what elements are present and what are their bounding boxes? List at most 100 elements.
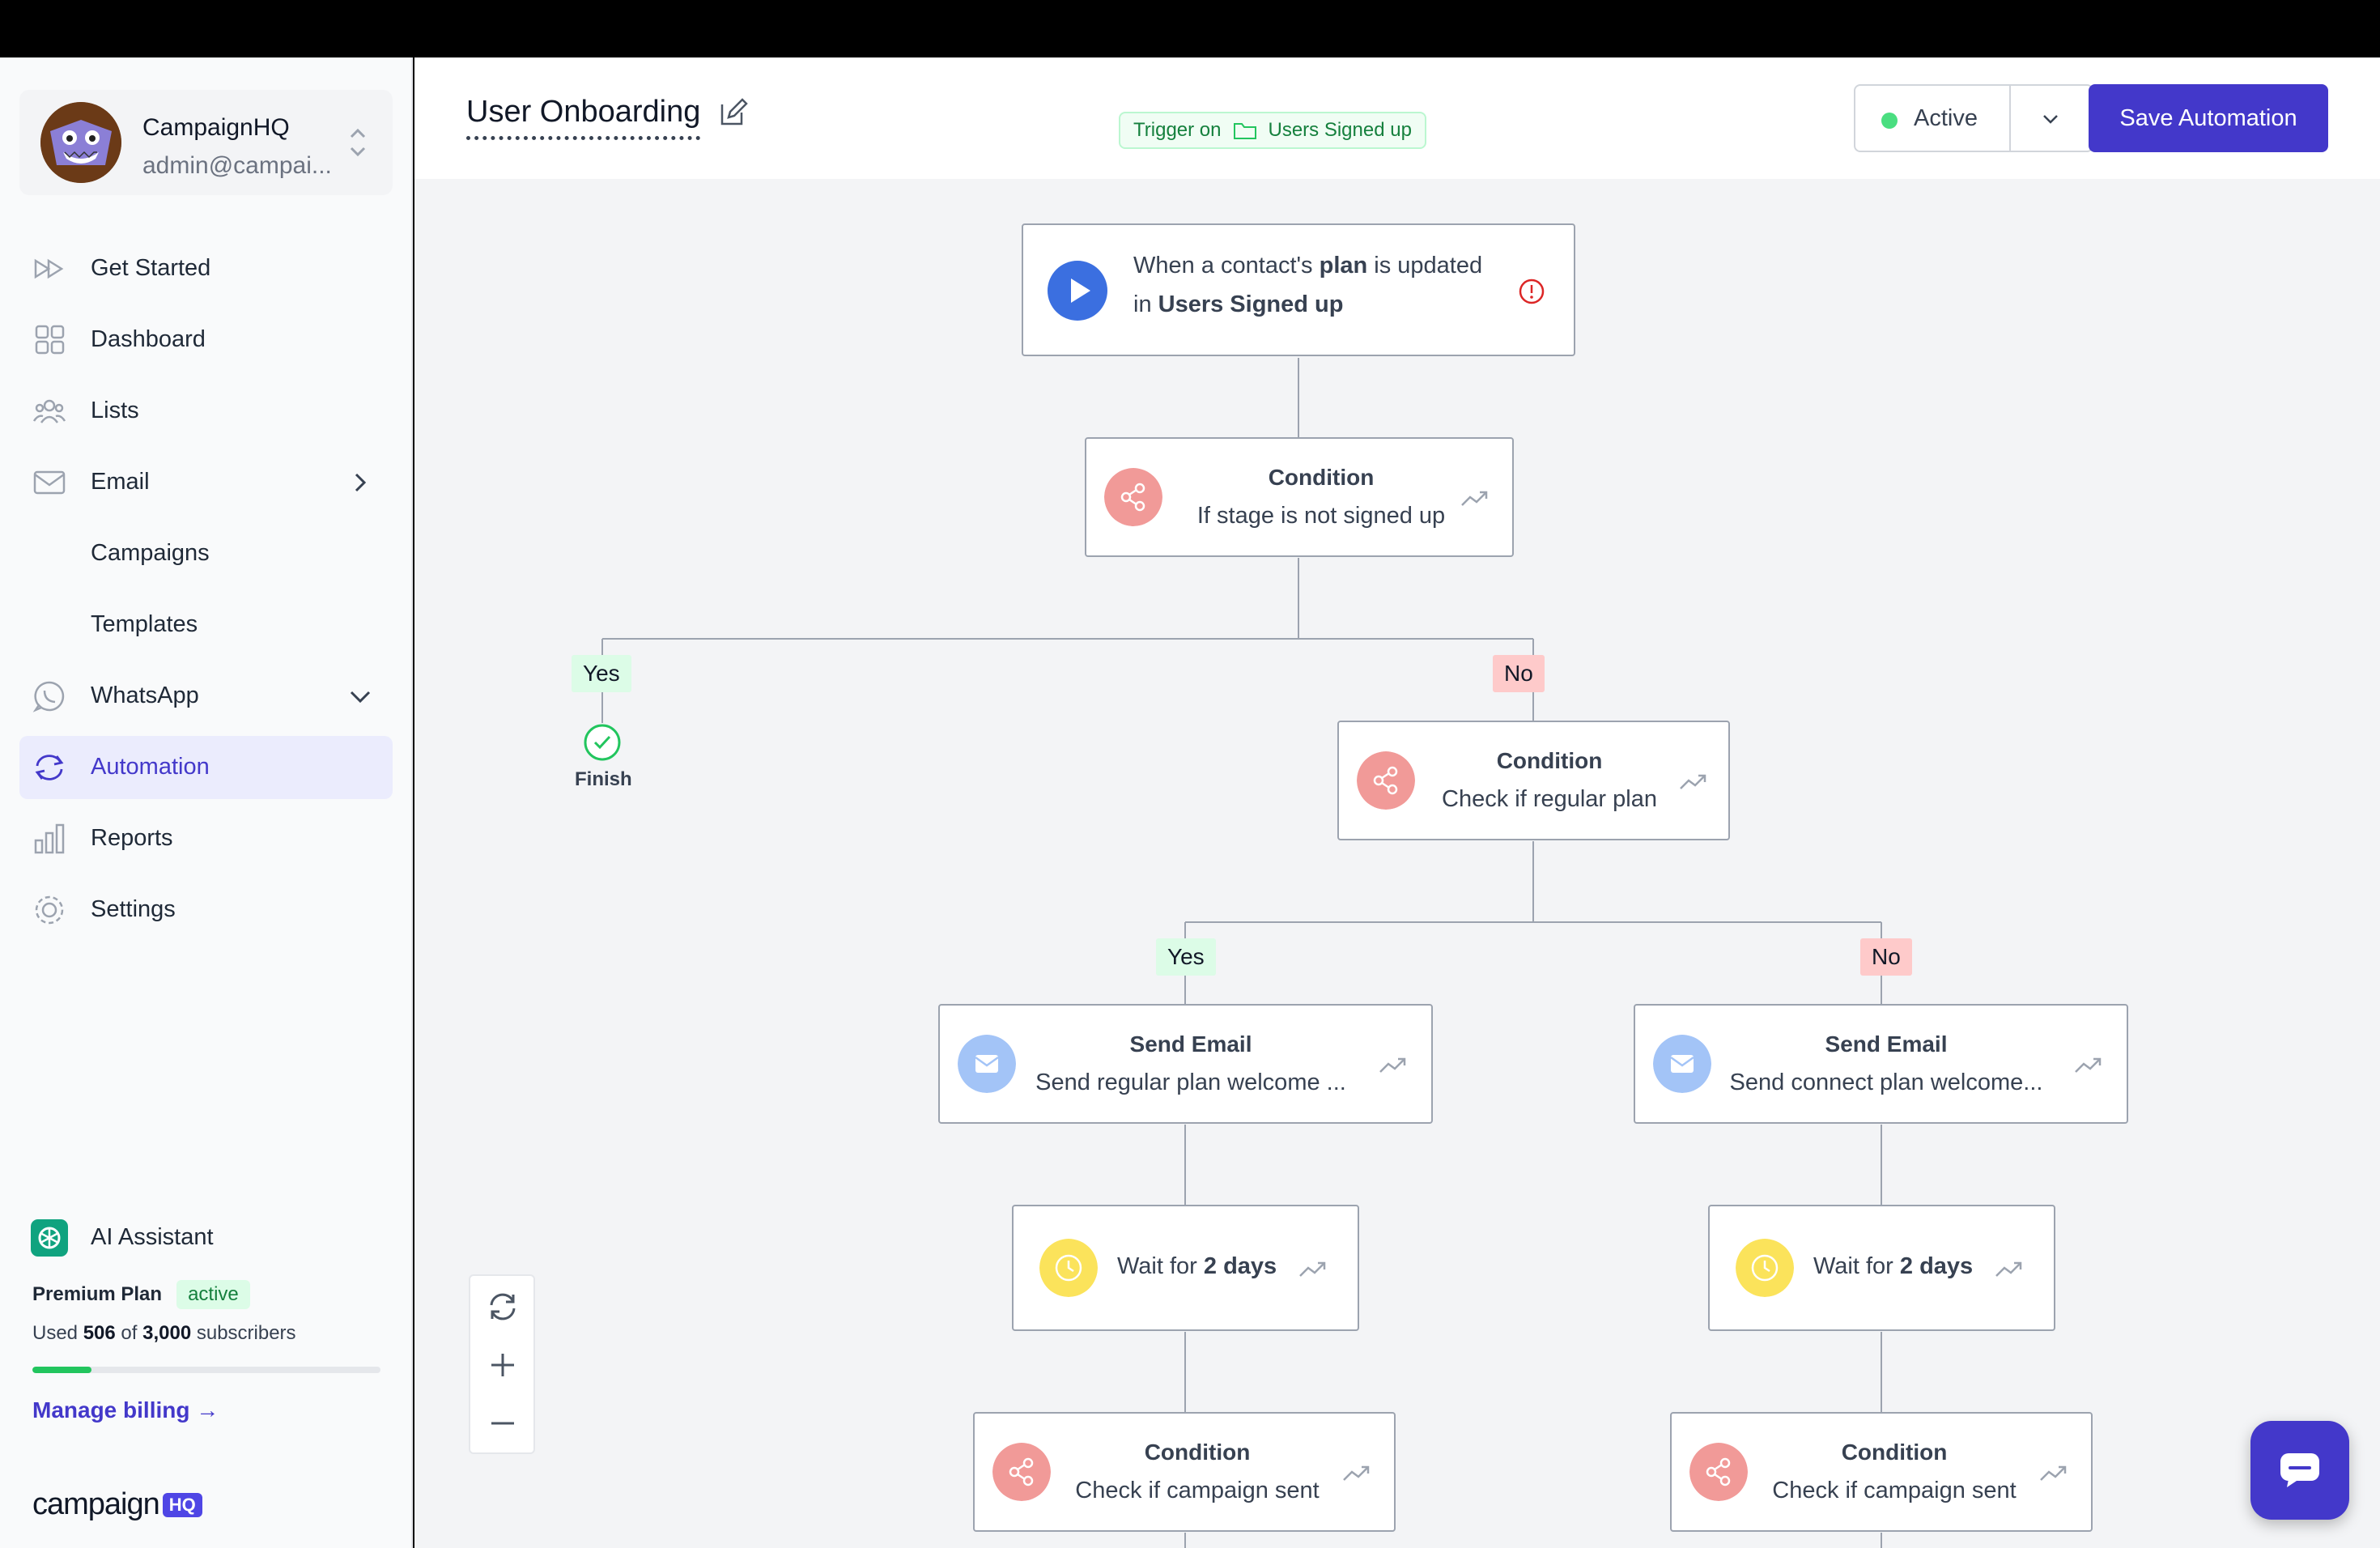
sidebar: CampaignHQ admin@campai... Get Started D…	[0, 57, 413, 1548]
title-wrapper: User Onboarding	[466, 95, 701, 140]
trending-up-icon[interactable]	[2038, 1461, 2070, 1485]
finish-label: Finish	[575, 768, 632, 790]
sidebar-item-campaigns[interactable]: Campaigns	[19, 522, 393, 585]
node-subtitle: Send regular plan welcome ...	[1035, 1070, 1346, 1095]
share-icon	[992, 1443, 1051, 1501]
trigger-list-name: Users Signed up	[1158, 291, 1344, 317]
usage-text: Used 506 of 3,000 subscribers	[32, 1322, 296, 1345]
sidebar-item-label: Automation	[91, 754, 210, 780]
status-label: Active	[1914, 105, 1978, 131]
trigger-mid: is updated	[1374, 253, 1483, 279]
chat-support-button[interactable]	[2250, 1421, 2349, 1520]
fast-forward-icon	[34, 258, 64, 279]
trending-up-icon[interactable]	[1459, 486, 1491, 510]
sidebar-item-lists[interactable]: Lists	[19, 380, 393, 443]
share-icon	[1104, 468, 1162, 526]
ai-assistant-button[interactable]: AI Assistant	[31, 1214, 387, 1260]
trending-up-icon[interactable]	[1993, 1257, 2025, 1281]
sidebar-item-label: Get Started	[91, 255, 211, 281]
page-title[interactable]: User Onboarding	[466, 95, 701, 140]
sidebar-item-label: Email	[91, 469, 150, 495]
usage-total: 3,000	[142, 1322, 192, 1344]
share-icon	[1689, 1443, 1748, 1501]
envelope-icon	[33, 470, 66, 495]
sidebar-item-label: Campaigns	[91, 540, 210, 566]
save-automation-button[interactable]: Save Automation	[2089, 84, 2328, 152]
sidebar-item-get-started[interactable]: Get Started	[19, 237, 393, 300]
sidebar-item-label: Lists	[91, 398, 139, 423]
sidebar-item-whatsapp[interactable]: WhatsApp	[19, 665, 393, 728]
chevron-down-icon	[350, 691, 371, 704]
zoom-out-icon[interactable]	[483, 1404, 522, 1443]
chevron-right-icon	[355, 473, 367, 492]
trigger-node[interactable]: When a contact's plan is updated in User…	[1022, 223, 1575, 356]
automation-header: User Onboarding Trigger on Users Signed …	[414, 57, 2380, 179]
node-title: Send Email	[1825, 1031, 1948, 1057]
plan-name: Premium Plan	[32, 1283, 163, 1305]
chat-bubble-icon	[2280, 1453, 2319, 1487]
check-circle-icon	[584, 724, 621, 761]
ai-assistant-label: AI Assistant	[91, 1224, 214, 1250]
status-divider	[2009, 86, 2011, 151]
zoom-controls	[469, 1274, 535, 1454]
logo-text: campaign	[32, 1487, 160, 1521]
usage-prefix: Used	[32, 1322, 79, 1344]
wait-node[interactable]: Wait for 2 days	[1012, 1205, 1359, 1331]
status-dropdown[interactable]: Active	[1854, 84, 2093, 152]
envelope-icon	[958, 1035, 1016, 1093]
sidebar-item-dashboard[interactable]: Dashboard	[19, 308, 393, 372]
envelope-icon	[1653, 1035, 1711, 1093]
node-title: Send Email	[1129, 1031, 1252, 1057]
wait-value: 2 days	[1899, 1253, 1974, 1279]
clock-icon	[1736, 1239, 1794, 1297]
pencil-edit-icon[interactable]	[717, 96, 750, 129]
refresh-icon[interactable]	[483, 1287, 522, 1326]
trending-up-icon[interactable]	[1297, 1257, 1329, 1281]
top-black-bar	[0, 0, 2380, 57]
sidebar-item-templates[interactable]: Templates	[19, 593, 393, 657]
wait-value: 2 days	[1203, 1253, 1277, 1279]
condition-node[interactable]: Condition Check if campaign sent	[973, 1412, 1396, 1532]
sidebar-item-reports[interactable]: Reports	[19, 807, 393, 870]
sidebar-item-email[interactable]: Email	[19, 451, 393, 514]
share-icon	[1357, 751, 1415, 810]
condition-node[interactable]: Condition If stage is not signed up	[1085, 437, 1514, 557]
condition-node[interactable]: Condition Check if regular plan	[1337, 721, 1730, 840]
node-title: Condition	[1268, 465, 1375, 490]
manage-billing-link[interactable]: Manage billing →	[32, 1397, 219, 1423]
wait-node[interactable]: Wait for 2 days	[1708, 1205, 2055, 1331]
node-subtitle: Check if campaign sent	[1772, 1478, 2017, 1503]
trigger-in: in	[1133, 291, 1152, 317]
chevron-down-icon[interactable]	[2037, 105, 2064, 133]
usage-used: 506	[83, 1322, 116, 1344]
trending-up-icon[interactable]	[1377, 1053, 1409, 1077]
node-subtitle: Check if regular plan	[1442, 786, 1657, 812]
wait-pre: Wait for	[1117, 1253, 1197, 1279]
chevron-up-down-icon	[350, 128, 366, 157]
node-subtitle: Send connect plan welcome...	[1729, 1070, 2043, 1095]
send-email-node[interactable]: Send Email Send connect plan welcome...	[1634, 1004, 2128, 1124]
usage-suffix: subscribers	[196, 1322, 296, 1344]
usage-progress-bar	[32, 1367, 380, 1373]
zoom-in-icon[interactable]	[483, 1346, 522, 1384]
sidebar-item-automation[interactable]: Automation	[19, 736, 393, 799]
usage-of: of	[121, 1322, 138, 1344]
workspace-switcher[interactable]: CampaignHQ admin@campai...	[19, 90, 393, 195]
sidebar-item-settings[interactable]: Settings	[19, 878, 393, 942]
trigger-line-2: in Users Signed up	[1133, 291, 1343, 318]
gear-icon	[35, 895, 64, 925]
trigger-label: Trigger on	[1133, 119, 1222, 141]
trending-up-icon[interactable]	[2072, 1053, 2105, 1077]
trending-up-icon[interactable]	[1677, 769, 1710, 793]
main-area: User Onboarding Trigger on Users Signed …	[414, 57, 2380, 1548]
trending-up-icon[interactable]	[1341, 1461, 1373, 1485]
send-email-node[interactable]: Send Email Send regular plan welcome ...	[938, 1004, 1433, 1124]
sidebar-item-label: WhatsApp	[91, 683, 199, 708]
trigger-list: Users Signed up	[1268, 119, 1412, 141]
flow-canvas[interactable]: When a contact's plan is updated in User…	[414, 179, 2380, 1548]
condition-node[interactable]: Condition Check if campaign sent	[1670, 1412, 2093, 1532]
alert-circle-icon	[1519, 279, 1545, 304]
node-title: Condition	[1496, 748, 1603, 773]
